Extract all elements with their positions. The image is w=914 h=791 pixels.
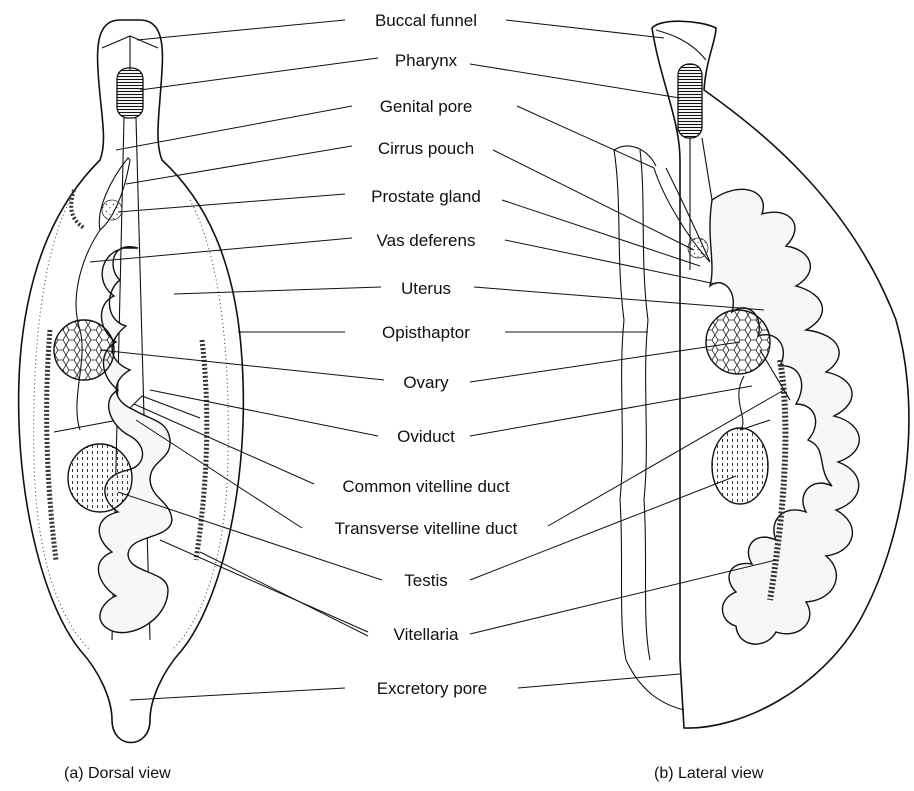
label-transverse-vitelline-duct: Transverse vitelline duct <box>335 519 518 538</box>
labels: Buccal funnel Pharynx Genital pore Cirru… <box>335 11 518 698</box>
label-cirrus-pouch: Cirrus pouch <box>378 139 474 158</box>
caption-lateral-view: (b) Lateral view <box>654 765 764 782</box>
label-vas-deferens: Vas deferens <box>377 231 476 250</box>
dorsal-testis <box>68 444 132 512</box>
label-oviduct: Oviduct <box>397 427 455 446</box>
label-pharynx: Pharynx <box>395 51 458 70</box>
dorsal-buccal-funnel <box>102 36 158 70</box>
label-buccal-funnel: Buccal funnel <box>375 11 477 30</box>
dorsal-vitellaria-upper <box>71 190 84 228</box>
dorsal-pharynx <box>117 68 143 118</box>
lateral-view-drawing <box>614 21 909 728</box>
dorsal-body-outline <box>19 20 244 743</box>
lateral-pharynx <box>678 64 702 138</box>
label-ovary: Ovary <box>403 373 449 392</box>
label-testis: Testis <box>404 571 447 590</box>
label-vitellaria: Vitellaria <box>394 625 459 644</box>
label-opisthaptor: Opisthaptor <box>382 323 470 342</box>
label-excretory-pore: Excretory pore <box>377 679 488 698</box>
caption-dorsal-view: (a) Dorsal view <box>64 765 171 782</box>
lateral-buccal-funnel <box>656 30 706 60</box>
label-prostate-gland: Prostate gland <box>371 187 481 206</box>
dorsal-ovary <box>54 320 114 380</box>
lateral-testis <box>712 428 768 504</box>
label-uterus: Uterus <box>401 279 451 298</box>
dorsal-view-drawing <box>19 20 244 743</box>
dorsal-uterus <box>98 247 172 633</box>
dorsal-prostate <box>102 200 122 220</box>
label-common-vitelline-duct: Common vitelline duct <box>342 477 510 496</box>
lateral-opisthaptor-lines <box>614 146 684 710</box>
lateral-ventral-margin <box>614 150 626 660</box>
dorsal-vitellaria-right <box>196 340 207 560</box>
label-genital-pore: Genital pore <box>380 97 473 116</box>
dorsal-vitellaria-left <box>47 330 56 560</box>
